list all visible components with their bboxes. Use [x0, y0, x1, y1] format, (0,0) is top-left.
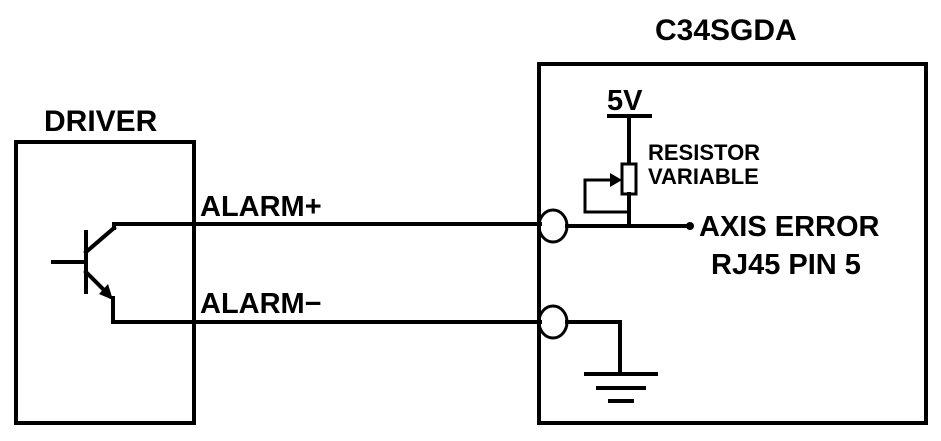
wiper-arrow-icon	[610, 173, 622, 187]
resistor-label-line2: VARIABLE	[648, 164, 759, 189]
resistor-label-line1: RESISTOR	[648, 140, 760, 165]
axis-error-label: AXIS ERROR	[699, 211, 880, 243]
negative-terminal-icon	[537, 304, 569, 340]
rj45-pin-label: RJ45 PIN 5	[711, 249, 861, 281]
alarm-positive-label: ALARM+	[200, 191, 322, 223]
variable-resistor-icon	[583, 162, 638, 228]
ground-icon	[584, 372, 658, 403]
supply-5v-label: 5V	[607, 85, 643, 117]
driver-box	[14, 140, 196, 425]
driver-title: DRIVER	[44, 105, 158, 138]
alarm-negative-label: ALARM−	[200, 288, 322, 320]
controller-title: C34SGDA	[655, 14, 797, 47]
controller-block: C34SGDA 5V RESISTOR VARIABLE AXIS ERROR …	[537, 14, 928, 425]
driver-block: DRIVER	[14, 105, 196, 425]
transistor-icon	[51, 222, 117, 324]
emitter-arrow-icon	[99, 284, 113, 300]
supply-5v-icon	[607, 114, 652, 166]
output-node-dot	[686, 222, 694, 230]
controller-box	[537, 62, 928, 425]
positive-terminal-icon	[537, 208, 569, 244]
